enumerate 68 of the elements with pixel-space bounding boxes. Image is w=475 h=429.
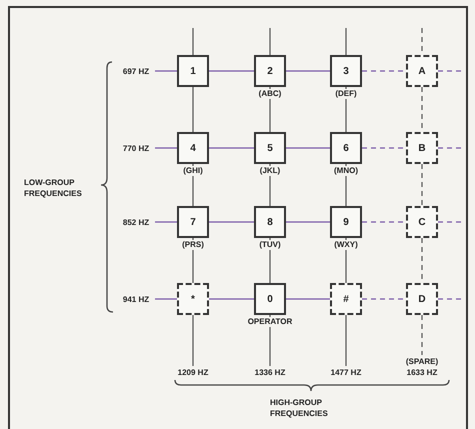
frequency-label: (SPARE) 1633 HZ: [400, 355, 444, 379]
key-box: D: [406, 283, 438, 315]
frequency-label: 941 HZ: [117, 293, 155, 305]
connector-line: [438, 70, 462, 72]
key-box: 1: [177, 55, 209, 87]
letter-caption: OPERATOR: [246, 317, 294, 327]
connector-line: [286, 147, 330, 149]
connector-line: [209, 221, 254, 223]
connector-line: [438, 147, 462, 149]
letter-caption: (TUV): [258, 240, 282, 250]
key-box: 5: [254, 132, 286, 164]
connector-line: [421, 164, 423, 206]
connector-line: [421, 315, 423, 355]
key-box: 2: [254, 55, 286, 87]
key-box: *: [177, 283, 209, 315]
connector-line: [362, 147, 406, 149]
connector-line: [192, 28, 194, 55]
key-box: 3: [330, 55, 362, 87]
key-box: 4: [177, 132, 209, 164]
connector-line: [286, 221, 330, 223]
group-label: LOW-GROUP FREQUENCIES: [24, 177, 83, 199]
connector-line: [345, 28, 347, 55]
key-box: 7: [177, 206, 209, 238]
frequency-label: 770 HZ: [117, 142, 155, 154]
letter-caption: (WXY): [333, 240, 359, 250]
connector-line: [269, 238, 271, 283]
key-box: 8: [254, 206, 286, 238]
letter-caption: (JKL): [258, 166, 282, 176]
connector-line: [269, 28, 271, 55]
frequency-label: 1477 HZ: [325, 366, 367, 378]
connector-line: [438, 221, 462, 223]
group-label: HIGH-GROUP FREQUENCIES: [270, 397, 329, 419]
connector-line: [209, 298, 254, 300]
connector-line: [155, 70, 177, 72]
key-box: B: [406, 132, 438, 164]
key-box: C: [406, 206, 438, 238]
connector-line: [362, 298, 406, 300]
letter-caption: (DEF): [334, 89, 358, 99]
connector-line: [362, 70, 406, 72]
key-box: A: [406, 55, 438, 87]
connector-line: [192, 87, 194, 132]
frequency-label: 1336 HZ: [249, 366, 291, 378]
connector-line: [155, 221, 177, 223]
connector-line: [345, 315, 347, 366]
connector-line: [209, 147, 254, 149]
letter-caption: (PRS): [181, 240, 205, 250]
connector-line: [155, 298, 177, 300]
key-box: 0: [254, 283, 286, 315]
frequency-label: 852 HZ: [117, 216, 155, 228]
key-box: 9: [330, 206, 362, 238]
connector-line: [192, 238, 194, 283]
key-box: #: [330, 283, 362, 315]
letter-caption: (MNO): [333, 166, 359, 176]
connector-line: [362, 221, 406, 223]
letter-caption: (ABC): [258, 89, 282, 99]
connector-line: [155, 147, 177, 149]
connector-line: [192, 315, 194, 366]
connector-line: [438, 298, 462, 300]
connector-line: [209, 70, 254, 72]
key-box: 6: [330, 132, 362, 164]
connector-line: [286, 298, 330, 300]
connector-line: [345, 87, 347, 132]
frequency-label: 697 HZ: [117, 65, 155, 77]
frequency-label: 1209 HZ: [172, 366, 214, 378]
connector-line: [269, 164, 271, 206]
letter-caption: (GHI): [182, 166, 204, 176]
connector-line: [192, 164, 194, 206]
connector-line: [286, 70, 330, 72]
